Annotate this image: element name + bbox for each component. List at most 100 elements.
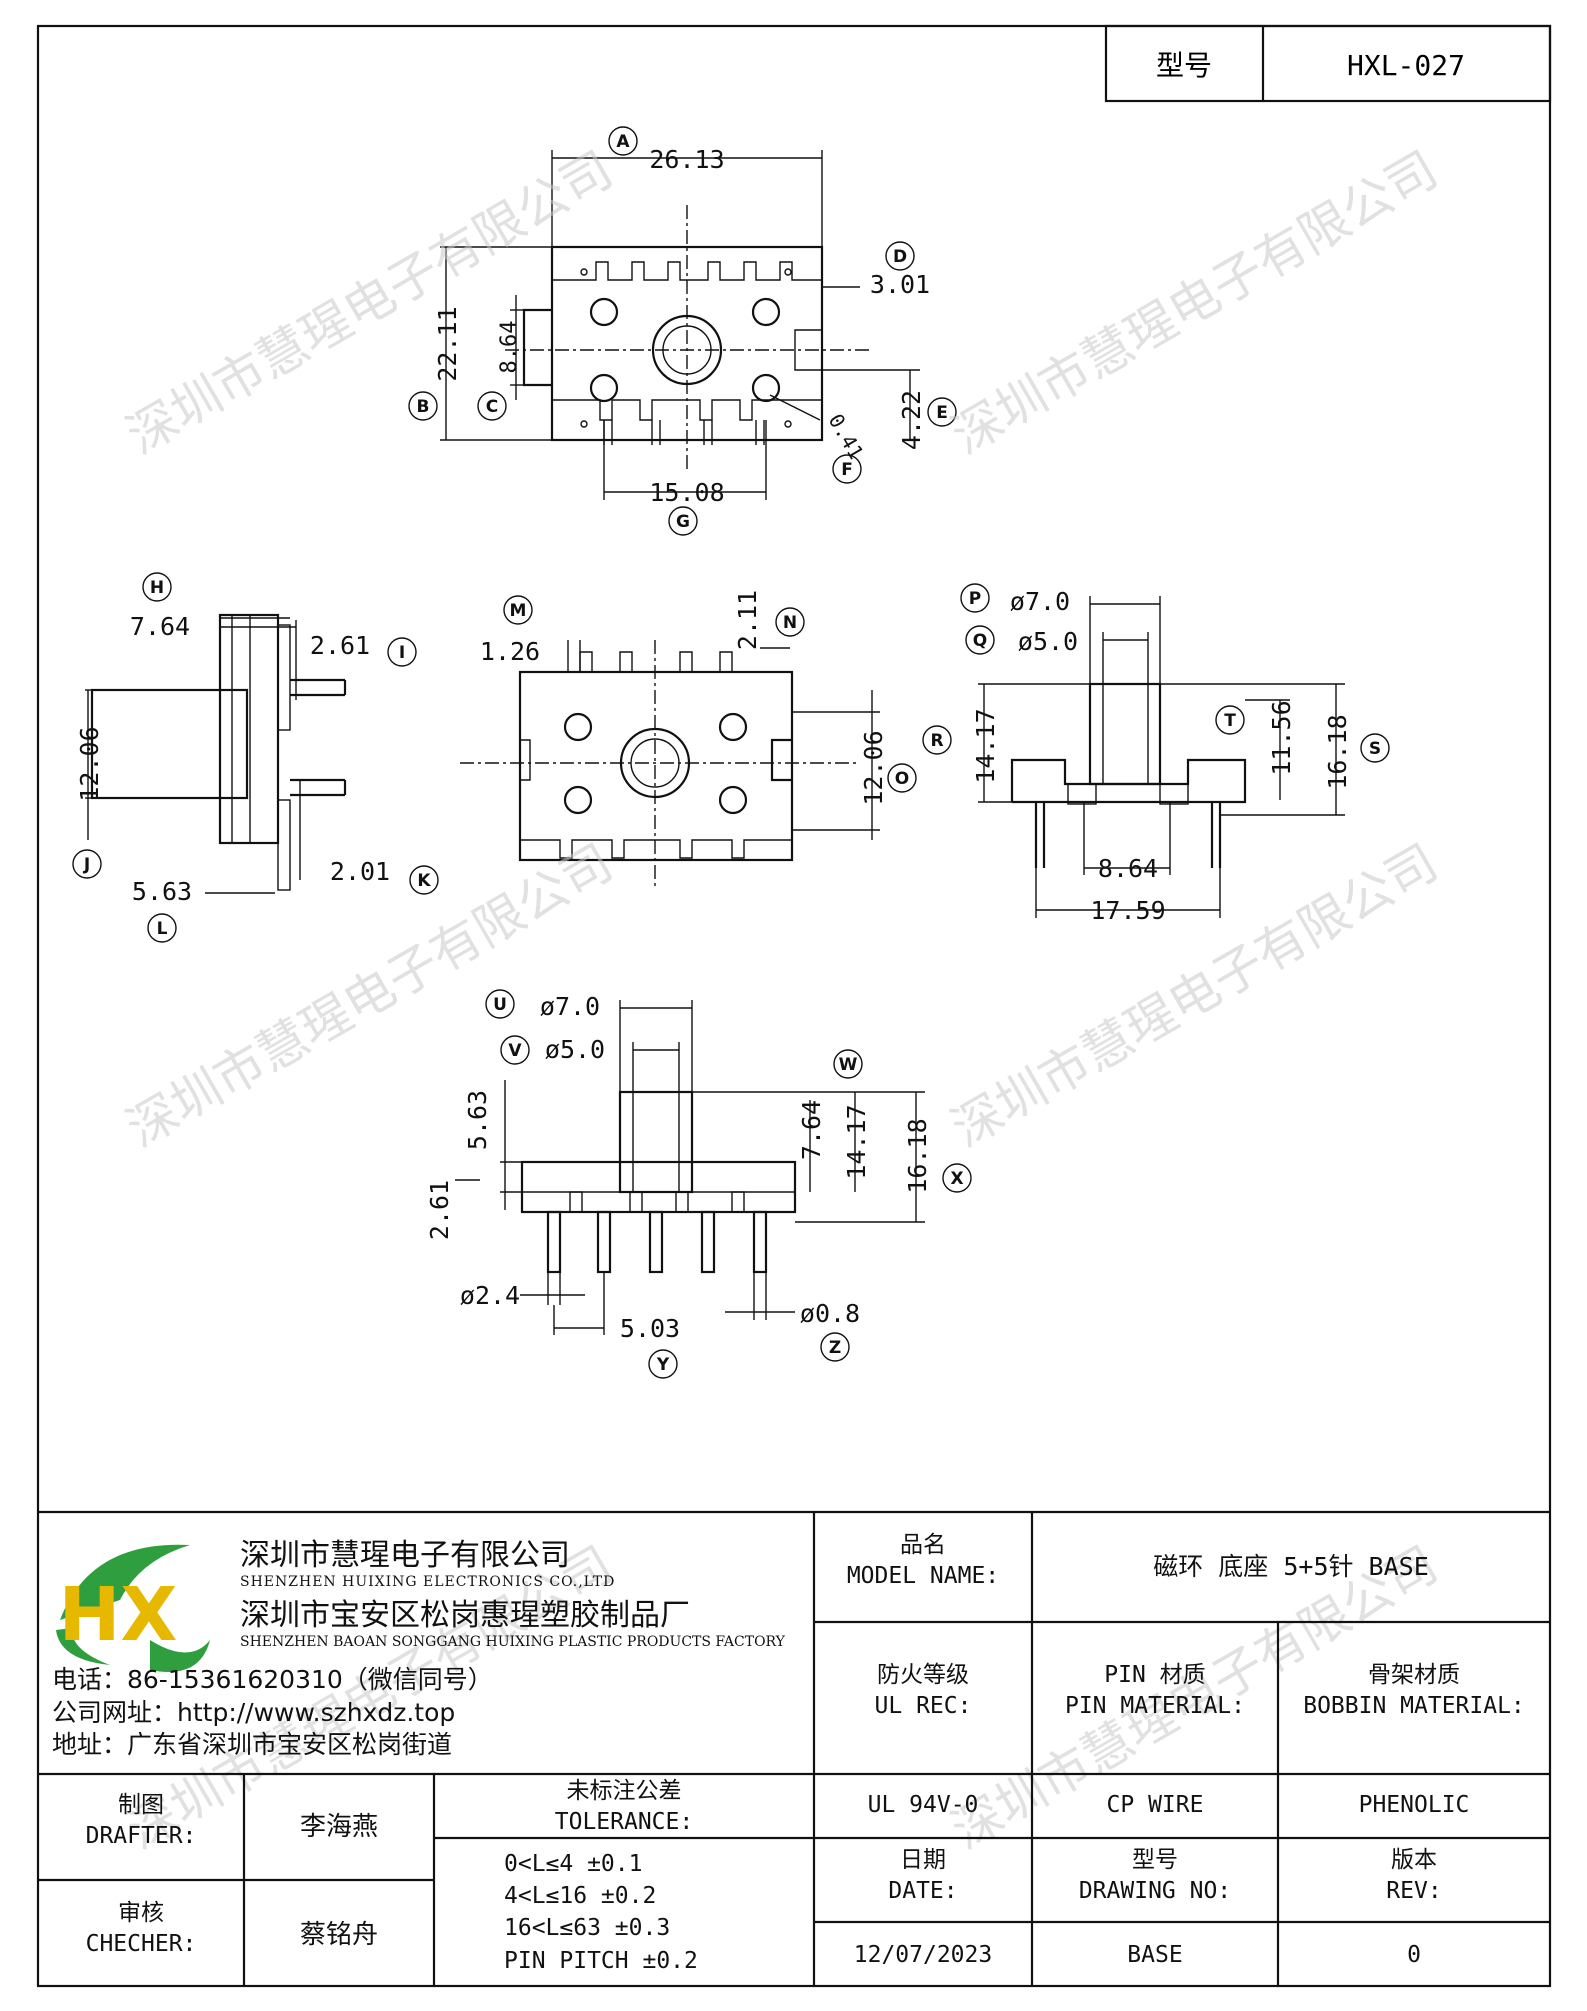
bobbin-cn: 骨架材质 — [1368, 1662, 1460, 1688]
top-view: 26.13 22.11 8.64 3.01 4.22 0.41 15.08 — [433, 145, 930, 507]
model-name-cn: 品名 — [900, 1532, 946, 1558]
letter-circle-t — [1215, 705, 1245, 735]
model-value: HXL-027 — [1347, 49, 1465, 82]
phone: 电话：86-15361620310（微信同号） — [52, 1665, 493, 1694]
dim-V: ø5.0 — [545, 1035, 605, 1064]
model-name-en: MODEL NAME: — [846, 1563, 1000, 1590]
dim-A: 26.13 — [649, 145, 724, 174]
letter-l: L — [157, 919, 168, 939]
letter-k: K — [417, 871, 431, 891]
tolerance-cn: 未标注公差 — [566, 1778, 682, 1804]
dim-X: 16.18 — [903, 1118, 932, 1193]
dim-J: 12.06 — [75, 726, 104, 801]
dim-N: 2.11 — [733, 590, 762, 650]
letter-circle-b — [408, 391, 438, 421]
bottom-view: ø7.0 ø5.0 16.18 14.17 7.64 5.63 2.61 ø2.… — [425, 992, 932, 1343]
dim-H: 7.64 — [130, 612, 190, 641]
letter-circle-w — [833, 1049, 863, 1079]
date-en: DATE: — [888, 1878, 958, 1905]
watermark-1: 深圳市慧瑆电子有限公司 — [117, 140, 622, 465]
letter-circle-s — [1360, 733, 1390, 763]
dim-S: 16.18 — [1323, 714, 1352, 789]
outer-frame — [36, 24, 1552, 1988]
letter-m: M — [510, 601, 527, 621]
factory-name-cn: 深圳市宝安区松岗惠瑆塑胶制品厂 — [240, 1598, 690, 1633]
side-view-right: ø7.0 ø5.0 14.17 16.18 11.56 8.64 17.59 — [971, 587, 1352, 925]
rev-header: 版本 REV: — [1278, 1845, 1550, 1907]
company-logo: HX — [56, 1544, 210, 1672]
tol-2: 4<L≤16 ±0.2 — [504, 1883, 657, 1910]
dim-R2: 8.64 — [1098, 854, 1158, 883]
ul-header: 防火等级 UL REC: — [814, 1660, 1032, 1722]
pin-cn: PIN 材质 — [1104, 1662, 1206, 1688]
dim-I: 2.61 — [310, 631, 370, 660]
letter-circle-r — [922, 725, 952, 755]
company-name-en: SHENZHEN HUIXING ELECTRONICS CO.,LTD — [240, 1574, 616, 1590]
letter-v: V — [508, 1041, 522, 1061]
letter-d: D — [893, 247, 907, 267]
letter-f: F — [841, 460, 853, 480]
letter-circle-e — [927, 397, 957, 427]
letter-z: Z — [829, 1338, 841, 1358]
ul-en: UL REC: — [874, 1693, 972, 1720]
letter-i: I — [399, 643, 405, 663]
pin-value: CP WIRE — [1106, 1792, 1204, 1818]
dim-Z: ø0.8 — [800, 1299, 860, 1328]
letter-r: R — [930, 731, 943, 751]
dim-Y: 5.03 — [620, 1314, 680, 1343]
letter-c: C — [486, 397, 498, 417]
dim-C: 8.64 — [497, 321, 522, 374]
model-box — [1104, 24, 1552, 103]
side-view-left: 7.64 2.61 12.06 2.01 5.63 — [75, 612, 390, 906]
drawing-value: BASE — [1127, 1942, 1183, 1968]
rev-value: 0 — [1407, 1942, 1421, 1968]
company-name-cn: 深圳市慧瑆电子有限公司 — [240, 1538, 570, 1573]
dim-W4: 2.61 — [425, 1180, 454, 1240]
tolerance-header: 未标注公差 TOLERANCE: — [434, 1776, 814, 1838]
dim-D: 3.01 — [870, 270, 930, 299]
letter-circle-g — [668, 506, 698, 536]
rev-en: REV: — [1386, 1878, 1442, 1905]
watermark-4: 深圳市慧瑆电子有限公司 — [942, 833, 1447, 1158]
date-header: 日期 DATE: — [814, 1845, 1032, 1907]
letter-circle-p — [960, 583, 990, 613]
letter-circle-m — [503, 595, 533, 625]
letter-circle-a — [608, 126, 638, 156]
letter-circle-l — [147, 913, 177, 943]
dim-L: 5.63 — [132, 877, 192, 906]
letter-circle-v — [500, 1035, 530, 1065]
letter-circle-q — [965, 625, 995, 655]
dim-K: 2.01 — [330, 857, 390, 886]
pin-header: PIN 材质 PIN MATERIAL: — [1032, 1660, 1278, 1722]
letter-circle-k — [409, 865, 439, 895]
letter-s: S — [1369, 739, 1381, 759]
drawing-cn: 型号 — [1132, 1847, 1178, 1873]
dim-W1: 5.63 — [463, 1090, 492, 1150]
letter-u: U — [493, 995, 507, 1015]
letter-circle-z — [820, 1332, 850, 1362]
letter-circle-n — [775, 607, 805, 637]
dim-P: ø7.0 — [1010, 587, 1070, 616]
date-value: 12/07/2023 — [853, 1942, 993, 1968]
tolerance-en: TOLERANCE: — [554, 1809, 694, 1836]
model-name-header: 品名 MODEL NAME: — [814, 1530, 1032, 1592]
dim-E: 4.22 — [897, 390, 926, 450]
bobbin-header: 骨架材质 BOBBIN MATERIAL: — [1278, 1660, 1550, 1722]
ul-value: UL 94V-0 — [867, 1792, 979, 1818]
checker-cn: 审核 — [118, 1900, 164, 1926]
watermark-2: 深圳市慧瑆电子有限公司 — [942, 140, 1447, 465]
address: 地址：广东省深圳市宝安区松岗街道 — [52, 1730, 453, 1759]
bobbin-value: PHENOLIC — [1358, 1792, 1470, 1818]
letter-circle-u — [485, 989, 515, 1019]
letter-circle-c — [477, 391, 507, 421]
letter-p: P — [969, 589, 981, 609]
website: 公司网址：http://www.szhxdz.top — [52, 1697, 456, 1727]
tol-3: 16<L≤63 ±0.3 — [504, 1915, 671, 1942]
letter-j: J — [83, 855, 90, 875]
letter-h: H — [150, 578, 164, 598]
letter-b: B — [417, 397, 430, 417]
letter-y: Y — [656, 1355, 670, 1375]
tol-1: 0<L≤4 ±0.1 — [504, 1851, 643, 1877]
bobbin-en: BOBBIN MATERIAL: — [1303, 1693, 1525, 1720]
